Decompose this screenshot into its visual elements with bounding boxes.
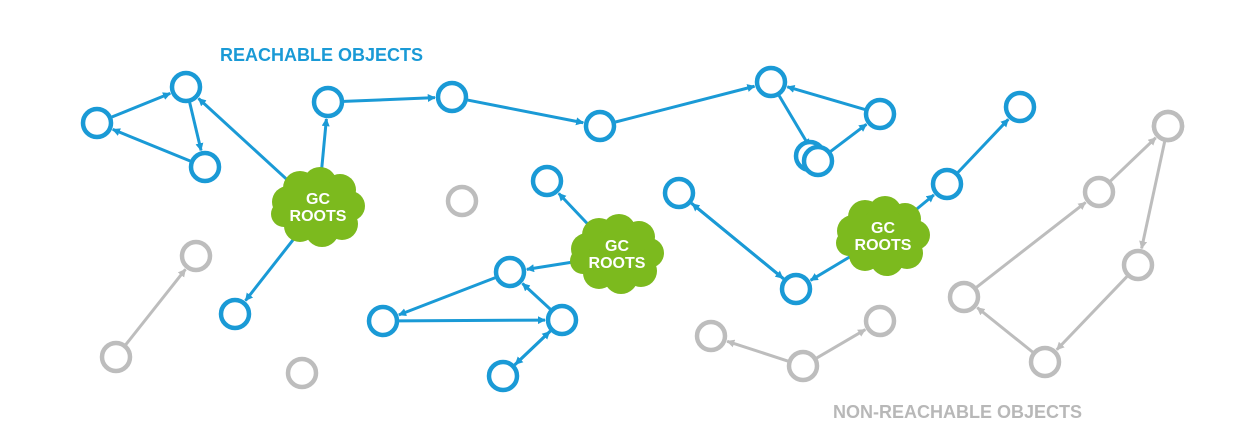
- reachable-object-a6: [583, 109, 617, 143]
- reachable-object-a4: [311, 85, 345, 119]
- non-reachable-object-g2: [179, 239, 213, 273]
- edge-r1-to-a2: [197, 97, 292, 184]
- non-reachable-object-g13: [1151, 109, 1185, 143]
- edge-g7-to-g8: [975, 201, 1087, 289]
- gc-roots-cloud-1: [271, 167, 365, 247]
- edge-a6-to-a7: [615, 84, 756, 124]
- edge-r3-to-a16: [809, 255, 852, 282]
- non-reachable-object-g11: [1028, 345, 1062, 379]
- edge-a7-to-a18: [777, 94, 811, 148]
- edge-a1-to-a2: [111, 91, 171, 119]
- gc-roots-cloud-3: [836, 196, 930, 276]
- edge-g9-to-g10: [1139, 141, 1167, 250]
- edge-r1-to-a4: [320, 118, 330, 171]
- edge-layer: [111, 84, 1167, 367]
- reachable-object-a1: [80, 106, 114, 140]
- reachable-object-a3: [188, 150, 222, 184]
- edge-g4-to-g5: [726, 339, 789, 363]
- non-reachable-object-g5: [694, 319, 728, 353]
- reachable-object-a13: [545, 303, 579, 337]
- non-reachable-object-g6: [863, 304, 897, 338]
- gc-roots-cloud-2: [570, 214, 664, 294]
- edge-g4-to-g6: [816, 328, 867, 360]
- non-reachable-object-g10: [1121, 248, 1155, 282]
- non-reachable-objects-label: NON-REACHABLE OBJECTS: [833, 402, 1083, 422]
- reachable-object-a18: [801, 144, 835, 178]
- edge-a14-to-a13: [513, 330, 551, 367]
- edge-g11-to-g7: [976, 306, 1034, 354]
- edge-a12-to-a13: [398, 316, 546, 325]
- reachable-object-a10: [530, 164, 564, 198]
- node-layer: [80, 65, 1185, 393]
- edge-g10-to-g11: [1055, 275, 1129, 351]
- edge-a5-to-a6: [467, 98, 585, 126]
- non-reachable-object-g8: [1082, 175, 1116, 209]
- reachable-object-a5: [435, 80, 469, 114]
- reachable-object-a2: [169, 70, 203, 104]
- edge-a19-to-a20: [956, 118, 1010, 174]
- reachable-object-a9: [218, 297, 252, 331]
- reachable-object-a12: [366, 304, 400, 338]
- non-reachable-object-g4: [786, 349, 820, 383]
- root-layer: [271, 167, 930, 294]
- reachable-object-a15: [662, 176, 696, 210]
- reachable-object-a19: [930, 167, 964, 201]
- reachable-object-a8: [863, 97, 897, 131]
- reachable-object-a14: [486, 359, 520, 393]
- reachable-object-a11: [493, 255, 527, 289]
- edge-a15-to-a16: [690, 201, 784, 280]
- reachable-object-a16: [779, 272, 813, 306]
- non-reachable-object-g12: [445, 184, 479, 218]
- edge-a4-to-a5: [343, 93, 436, 103]
- reachable-objects-label: REACHABLE OBJECTS: [220, 45, 424, 65]
- edge-a3-to-a1: [112, 128, 191, 163]
- non-reachable-object-g1: [99, 340, 133, 374]
- edge-a11-to-a12: [398, 276, 496, 317]
- non-reachable-object-g7: [947, 280, 981, 314]
- reachable-object-a7: [754, 65, 788, 99]
- edge-a2-to-a3: [188, 102, 204, 152]
- non-reachable-object-g3: [285, 356, 319, 390]
- edge-g1-to-g2: [124, 268, 187, 346]
- edge-a13-to-a11: [521, 282, 552, 311]
- edge-r1-to-a9: [244, 236, 296, 302]
- reachable-object-a20: [1003, 90, 1037, 124]
- edge-g8-to-g9: [1109, 136, 1157, 183]
- edge-a8-to-a7: [786, 84, 866, 111]
- edge-a18-to-a8: [829, 123, 868, 153]
- edge-r2-to-a10: [557, 192, 592, 229]
